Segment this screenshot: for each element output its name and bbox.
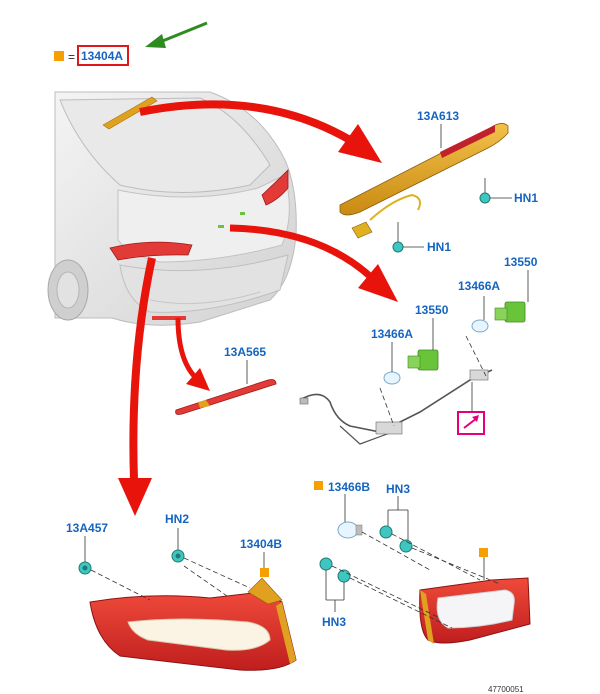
red-arrow-to-license-lamp-icon — [229, 224, 398, 302]
red-arrow-to-reflector-icon — [175, 317, 210, 391]
license-lamp-assembly[interactable] — [299, 301, 526, 445]
rear-reflector-part[interactable] — [175, 379, 277, 415]
legend-part-number[interactable]: 13404A — [81, 49, 123, 63]
fastener-hn3-top-icon — [379, 496, 413, 553]
hn1-lower-fastener-icon — [392, 222, 424, 253]
label-13466a-mid: 13466A — [371, 327, 413, 341]
car-rear-illustration — [47, 91, 297, 326]
label-13550-top: 13550 — [504, 255, 538, 269]
pointer-arrow-icon — [145, 21, 208, 48]
label-hn3-bottom: HN3 — [322, 615, 346, 629]
outer-tail-lamp-part[interactable] — [89, 577, 297, 671]
red-arrow-to-tail-lamp-icon — [118, 257, 156, 516]
label-13a613: 13A613 — [417, 109, 459, 123]
legend: = 13404A — [54, 45, 129, 66]
lamp-13404b-indicator-icon — [260, 568, 269, 577]
inner-lamp-indicator-icon — [479, 548, 488, 557]
label-hn1-lower: HN1 — [427, 240, 451, 254]
fastener-13a457-icon — [78, 536, 92, 575]
hn1-upper-fastener-icon — [479, 178, 512, 204]
legend-square-icon — [54, 51, 64, 61]
bulb-13466b-icon — [314, 481, 363, 539]
label-hn1-upper: HN1 — [514, 191, 538, 205]
label-13466a-top: 13466A — [458, 279, 500, 293]
label-13466b: 13466B — [328, 480, 370, 494]
label-hn2: HN2 — [165, 512, 189, 526]
figure-reference: 47700051 — [488, 685, 524, 694]
label-13404b: 13404B — [240, 537, 282, 551]
label-13a457: 13A457 — [66, 521, 108, 535]
label-13550-mid: 13550 — [415, 303, 449, 317]
legend-part-box[interactable] — [77, 45, 129, 66]
hmsl-lamp-part[interactable] — [339, 123, 509, 239]
label-13a565: 13A565 — [224, 345, 266, 359]
callout-box-icon[interactable] — [457, 382, 485, 435]
legend-equals: = — [68, 50, 75, 64]
fastener-hn2-icon — [171, 528, 185, 563]
red-arrow-to-hmsl-icon — [139, 100, 382, 163]
inner-tail-lamp-part[interactable] — [419, 577, 531, 644]
label-hn3-top: HN3 — [386, 482, 410, 496]
fastener-hn3-bottom-icon — [319, 557, 351, 612]
